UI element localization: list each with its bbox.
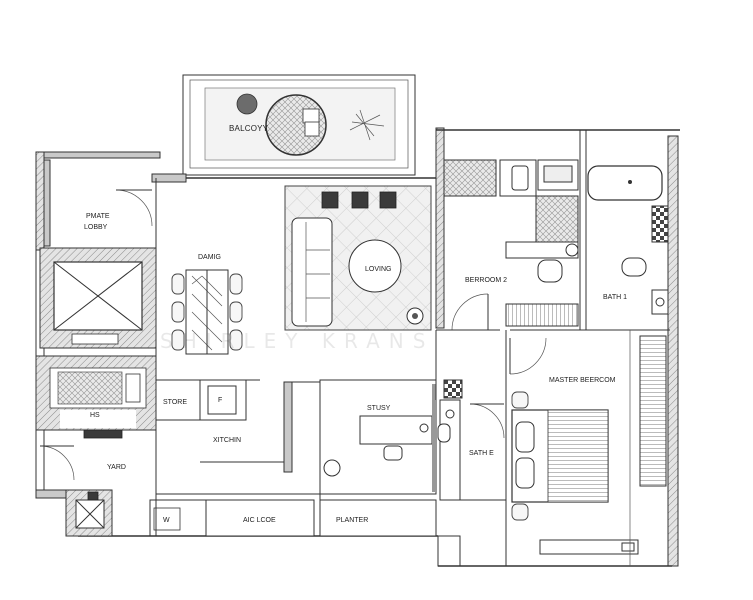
aircon-label: AIC LCOE bbox=[243, 517, 276, 524]
balcony-label: BALCOYY bbox=[229, 124, 269, 133]
master-bedroom: MASTER BEERCOM bbox=[509, 329, 670, 555]
dining-label: DAMIG bbox=[198, 254, 221, 261]
master-label: MASTER BEERCOM bbox=[549, 377, 616, 384]
lift-shaft bbox=[39, 247, 157, 349]
study-label: STUSY bbox=[367, 405, 391, 412]
living-label: LOVING bbox=[365, 266, 391, 273]
bath-small-label: SATH E bbox=[469, 450, 494, 457]
partitions bbox=[155, 178, 631, 566]
hs-room: HS bbox=[35, 355, 157, 439]
planter-label: PLANTER bbox=[336, 517, 368, 524]
watermark: SHIRLEY KRANS bbox=[160, 329, 434, 353]
bath-small: SATH E bbox=[437, 379, 505, 501]
private-lobby: PMATE LOBBY bbox=[43, 159, 153, 247]
w-label: W bbox=[163, 517, 170, 524]
hs-label: HS bbox=[90, 412, 100, 419]
kitchen-label: XITCHIN bbox=[213, 437, 241, 444]
bedroom-2: BERROOM 2 bbox=[443, 159, 579, 331]
dining: DAMIG bbox=[171, 254, 243, 355]
bath1-label: BATH 1 bbox=[603, 294, 627, 301]
bedroom2-label: BERROOM 2 bbox=[465, 277, 507, 284]
aircon-planter: AIC LCOE PLANTER bbox=[205, 499, 437, 537]
w-room: W bbox=[149, 499, 207, 537]
study: STUSY bbox=[319, 379, 437, 495]
lobby-label-2: LOBBY bbox=[84, 224, 108, 231]
store-f-label: F bbox=[218, 397, 222, 404]
yard-label: YARD bbox=[107, 464, 126, 471]
balcony: BALCOYY bbox=[182, 74, 416, 176]
bath-1: BATH 1 bbox=[587, 165, 669, 315]
yard: YARD bbox=[39, 445, 126, 537]
living: LOVING bbox=[284, 185, 432, 331]
store-label: STORE bbox=[163, 399, 187, 406]
lobby-label-1: PMATE bbox=[86, 213, 110, 220]
